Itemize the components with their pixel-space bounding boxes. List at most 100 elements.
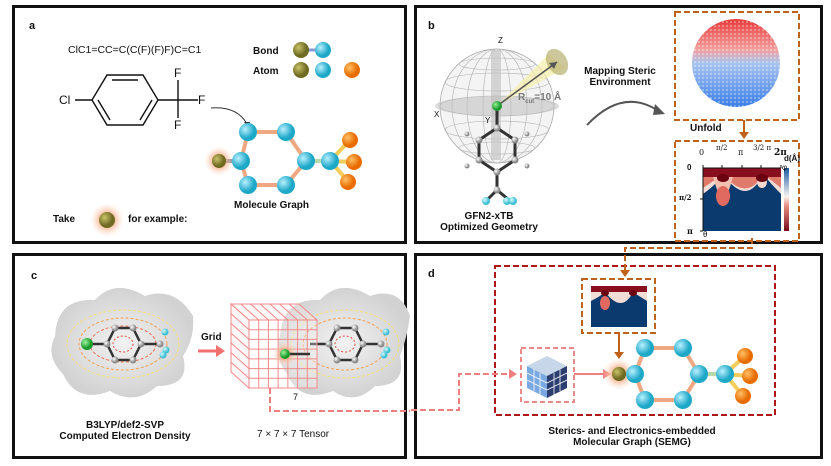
tensor-connector	[411, 373, 511, 411]
tensor-connector	[269, 388, 410, 412]
f-label: F	[174, 66, 182, 80]
legend-atom-cl	[293, 62, 309, 78]
theta-tick: π	[687, 226, 693, 236]
caption-line: Sterics- and Electronics-embedded	[548, 426, 716, 437]
phi-tick: 0	[699, 148, 705, 157]
panel-d: d	[411, 253, 823, 459]
unfold-label: Unfold	[690, 123, 722, 134]
panel-c: c	[12, 253, 410, 459]
legend-atom-cl	[293, 42, 309, 58]
grid-line	[279, 303, 298, 321]
graph-atom-f	[340, 174, 356, 190]
radius-value: =10 Å	[534, 92, 562, 103]
caption-line: Molecular Graph (SEMG)	[573, 437, 691, 448]
molecule-graph	[204, 123, 362, 194]
grid-line	[269, 303, 289, 321]
graph-atom-c	[297, 152, 315, 170]
panel-label: d	[428, 268, 435, 280]
grid-line	[250, 303, 269, 321]
mapping-arrow	[586, 100, 658, 126]
caption-line: Computed Electron Density	[59, 431, 191, 442]
caption-line: Mapping Steric	[584, 66, 656, 77]
f-label: F	[198, 93, 206, 107]
grid-label: Grid	[201, 332, 222, 343]
z-axis-label: Z	[498, 36, 503, 45]
graph-atom-c	[239, 123, 257, 141]
theta-tick: π/2	[679, 193, 692, 202]
f-label: F	[174, 118, 182, 132]
example-suffix: for example:	[128, 214, 188, 225]
geometry-caption: GFN2-xTB Optimized Geometry	[439, 211, 539, 233]
graph-atom-c	[277, 123, 295, 141]
graph-atom-f	[342, 132, 358, 148]
smiles-string: ClC1=CC=C(C(F)(F)F)C=C1	[68, 44, 202, 56]
y-axis-label: Y	[485, 116, 491, 125]
grid-size-label: 7	[293, 392, 299, 402]
grid-arrow	[216, 345, 225, 357]
theta-axis-label: θ	[703, 230, 708, 239]
radius-subscript: cut	[525, 99, 535, 105]
semg-caption: Sterics- and Electronics-embedded Molecu…	[517, 426, 747, 448]
colorbar-label: d(Å)	[784, 154, 800, 163]
grid-cube	[229, 302, 319, 390]
phi-tick: π/2	[716, 144, 728, 152]
grid-line	[230, 352, 250, 369]
panel-b: b	[414, 5, 823, 244]
graph-atom-c	[674, 339, 692, 357]
phi-tick: π	[738, 148, 744, 157]
grid-line	[230, 313, 250, 331]
graph-atom-c	[277, 176, 295, 194]
panel-a: a ClC1=CC=C(C(F)(F)F)C=C1 Cl F F F Bond …	[12, 5, 407, 244]
graph-atom-c	[232, 152, 250, 170]
graph-atom-c	[636, 391, 654, 409]
panel-label: a	[29, 20, 36, 32]
legend-atom-c	[315, 42, 331, 58]
graph-atom-c	[239, 176, 257, 194]
x-axis-label: X	[434, 110, 440, 119]
colorbar	[784, 168, 789, 231]
legend-graphics	[90, 42, 362, 237]
graph-atom-c	[690, 365, 708, 383]
graph-atom-cl	[212, 154, 226, 168]
example-atom-icon	[99, 212, 115, 228]
graph-atom-c	[321, 152, 339, 170]
grid-line	[288, 303, 308, 321]
caption-line: Optimized Geometry	[440, 222, 538, 233]
panel-label: b	[428, 20, 435, 32]
legend-atom-c	[315, 62, 331, 78]
graph-atom-c	[716, 365, 734, 383]
radius-label: Rcut=10 Å	[518, 92, 561, 105]
radius-symbol: R	[518, 92, 526, 103]
example-prefix: Take	[53, 214, 76, 225]
grid-line	[240, 303, 260, 321]
grid-line	[230, 342, 250, 360]
cl-label: Cl	[59, 93, 71, 107]
heatmap-frame	[674, 140, 800, 242]
graph-atom-f	[742, 368, 758, 384]
sphere-geometry	[435, 11, 800, 242]
grid-line	[230, 361, 250, 379]
semg-graphics	[411, 265, 776, 416]
phi-tick: 2π	[774, 148, 787, 158]
graph-atom-f	[737, 348, 753, 364]
phi-axis-label: φ	[782, 163, 788, 172]
phi-tick: 3/2 π	[753, 144, 772, 152]
theta-tick: 0	[687, 163, 692, 172]
graph-atom-c	[674, 391, 692, 409]
electron-density-graphics	[51, 287, 410, 412]
electron-density-blob	[277, 287, 410, 398]
steric-feature-heatmap	[591, 286, 647, 327]
legend-atom-label: Atom	[253, 66, 279, 77]
cl-atom	[492, 101, 502, 111]
point-cloud-frame	[674, 11, 800, 121]
graph-atom-c	[626, 365, 644, 383]
grid-line	[230, 323, 250, 340]
caption-line: B3LYP/def2-SVP	[86, 420, 164, 431]
graph-atom-f	[346, 154, 362, 170]
embedded-atom-cl	[612, 367, 626, 381]
steric-heatmap	[700, 165, 789, 232]
electron-density-blob	[51, 287, 194, 398]
density-caption: B3LYP/def2-SVP Computed Electron Density	[45, 420, 205, 442]
graph-caption: Molecule Graph	[234, 200, 310, 211]
grid-line	[230, 332, 250, 350]
